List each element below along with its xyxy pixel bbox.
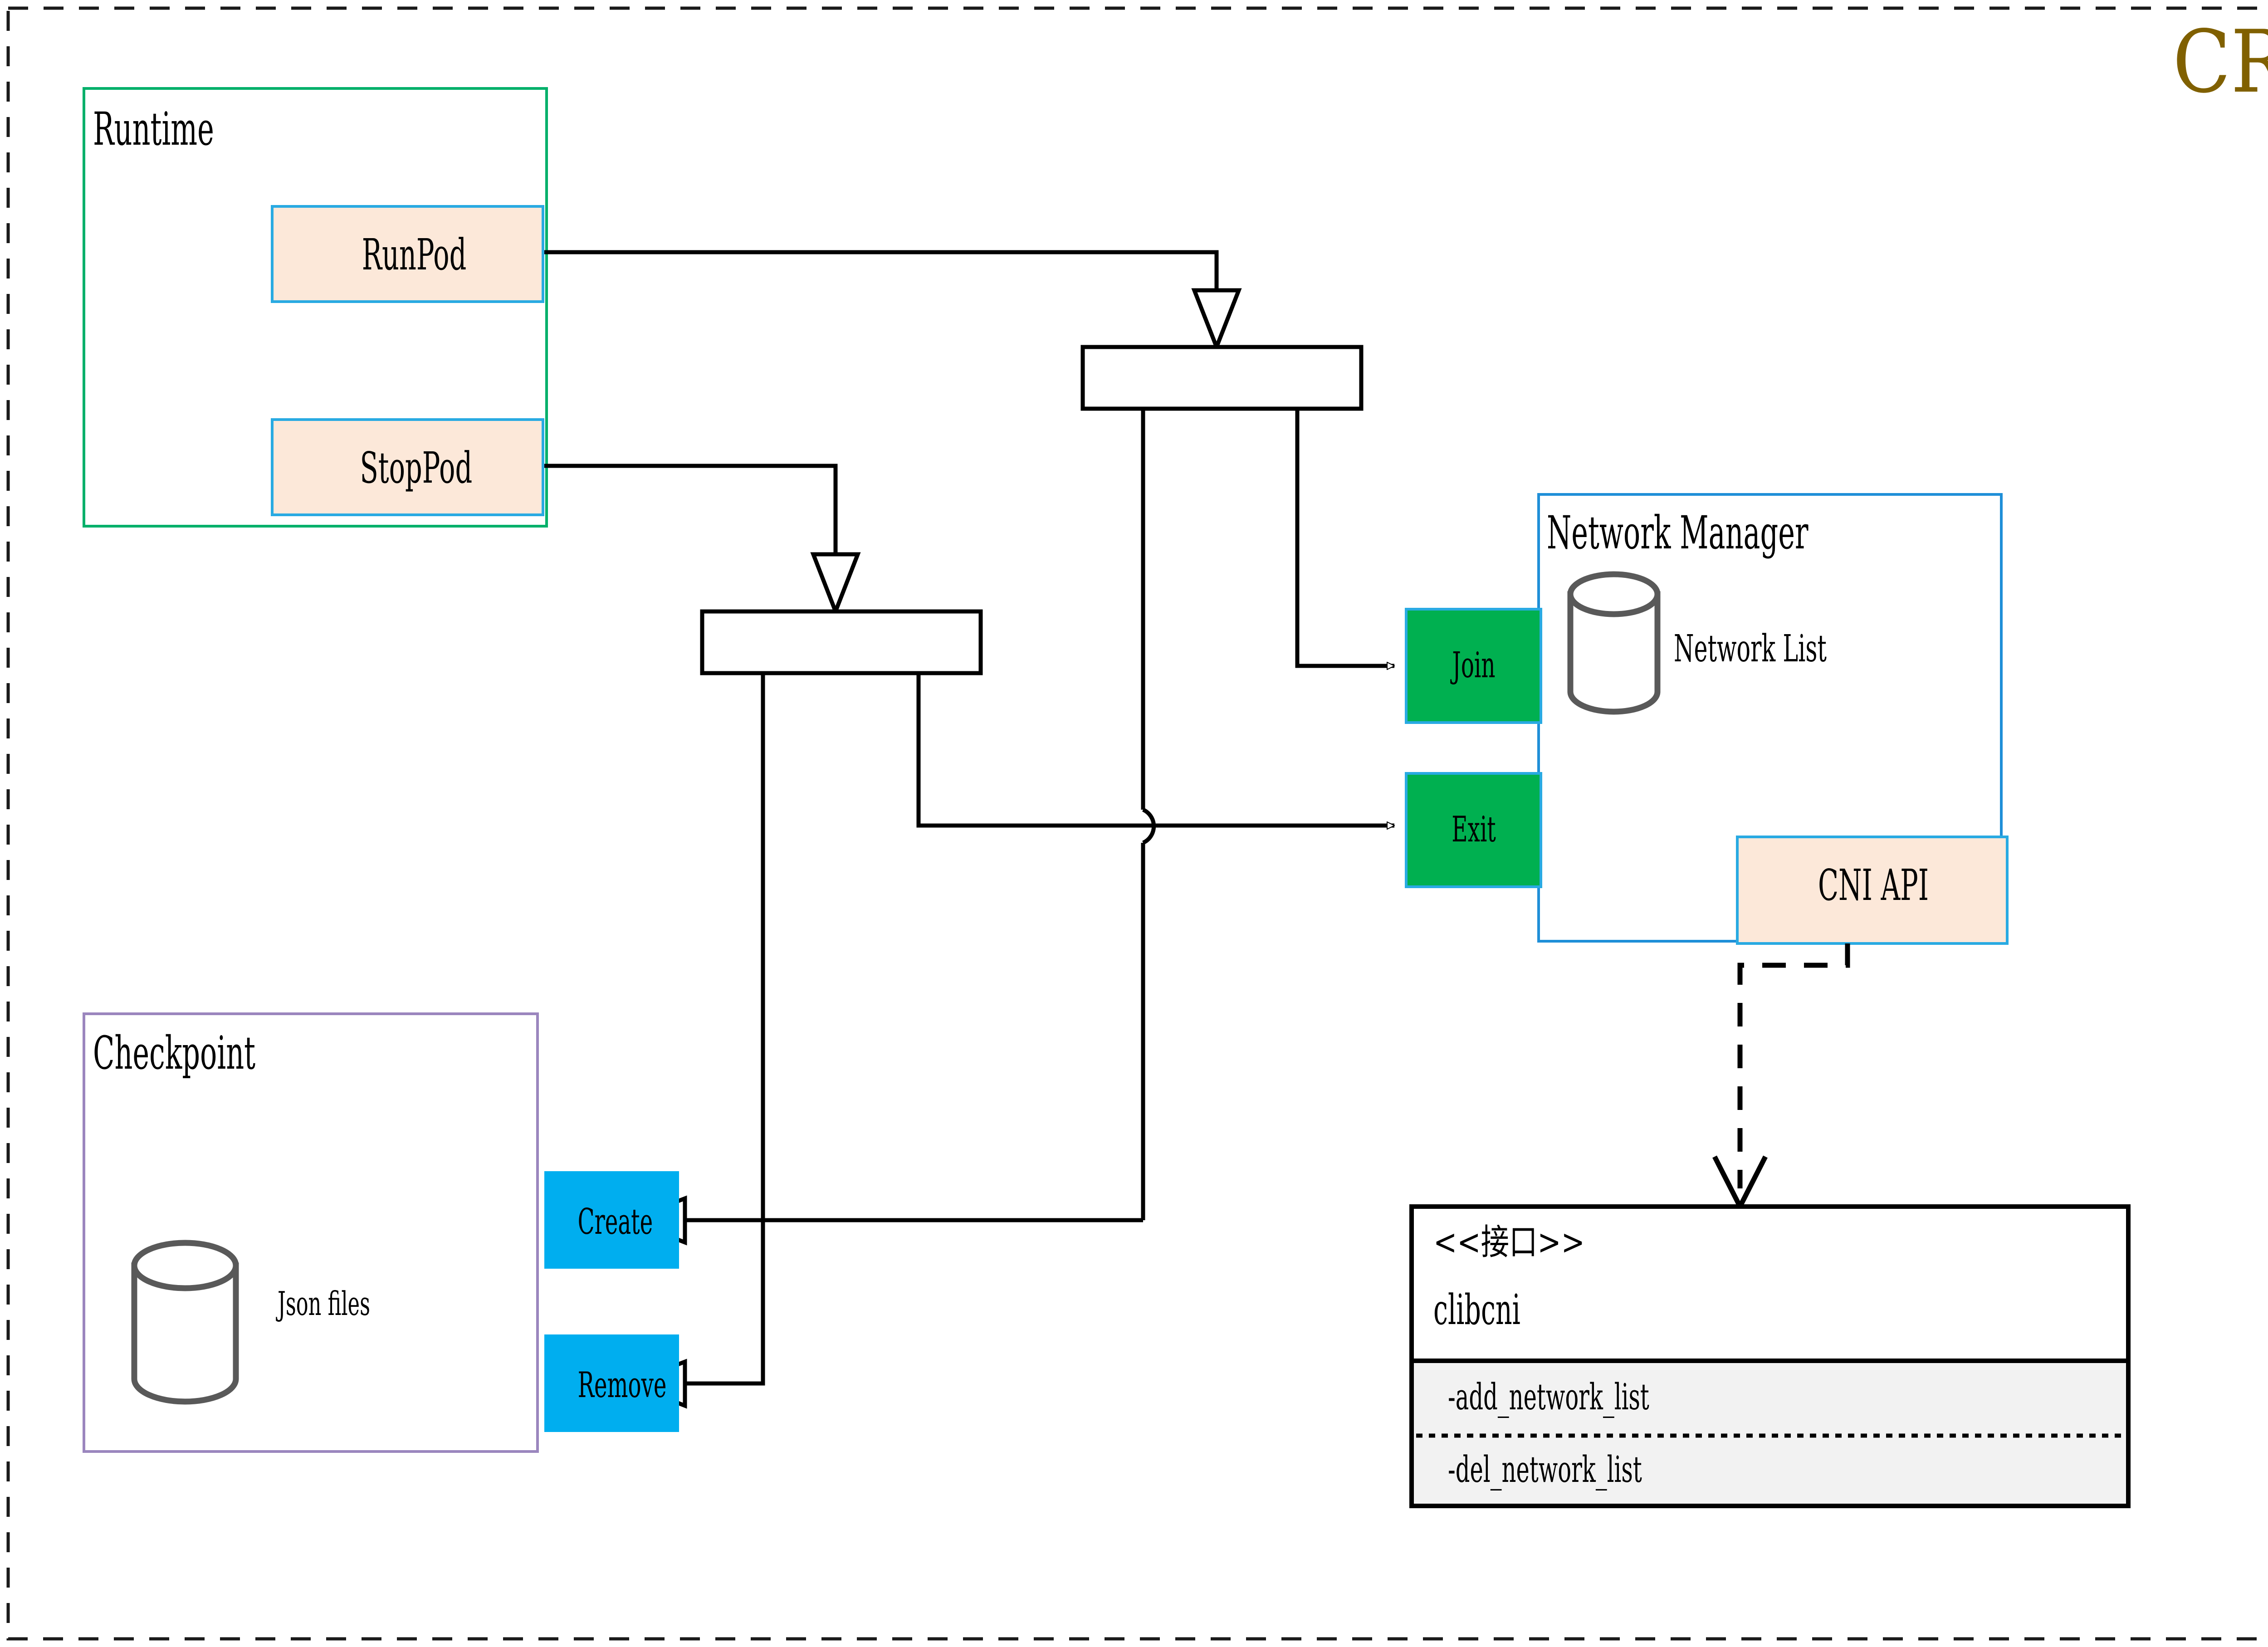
runtime-op-runpod <box>271 205 544 303</box>
network-op-exit <box>1405 772 1542 888</box>
edge-to-remove <box>685 1220 765 1386</box>
json-files-cylinder-icon <box>131 1240 239 1405</box>
page-title: CRI <box>2173 12 2268 112</box>
edge-junction2-right-leg-to-exit <box>916 673 1394 826</box>
arrowhead-junction2 <box>810 552 861 617</box>
checkpoint-op-create <box>544 1171 679 1269</box>
network-list-cylinder-icon <box>1567 571 1661 715</box>
edge-cniapi-to-clibcni <box>1737 943 1850 1188</box>
arrowhead-junction1 <box>1191 288 1242 353</box>
stoppod-junction-box <box>700 609 983 675</box>
edge-junction2-left-leg <box>685 673 765 1222</box>
checkpoint-op-remove <box>544 1334 679 1432</box>
runpod-junction-box <box>1080 345 1364 411</box>
edge-junction1-right-leg-to-join <box>1295 409 1394 666</box>
runtime-op-stoppod <box>271 418 544 516</box>
edge-stoppod-to-junction <box>543 464 838 554</box>
cni-api-box <box>1736 836 2009 945</box>
network-op-join <box>1405 608 1542 724</box>
clibcni-methods-compartment <box>1409 1359 2131 1508</box>
edge-runpod-to-junction <box>543 250 1219 290</box>
